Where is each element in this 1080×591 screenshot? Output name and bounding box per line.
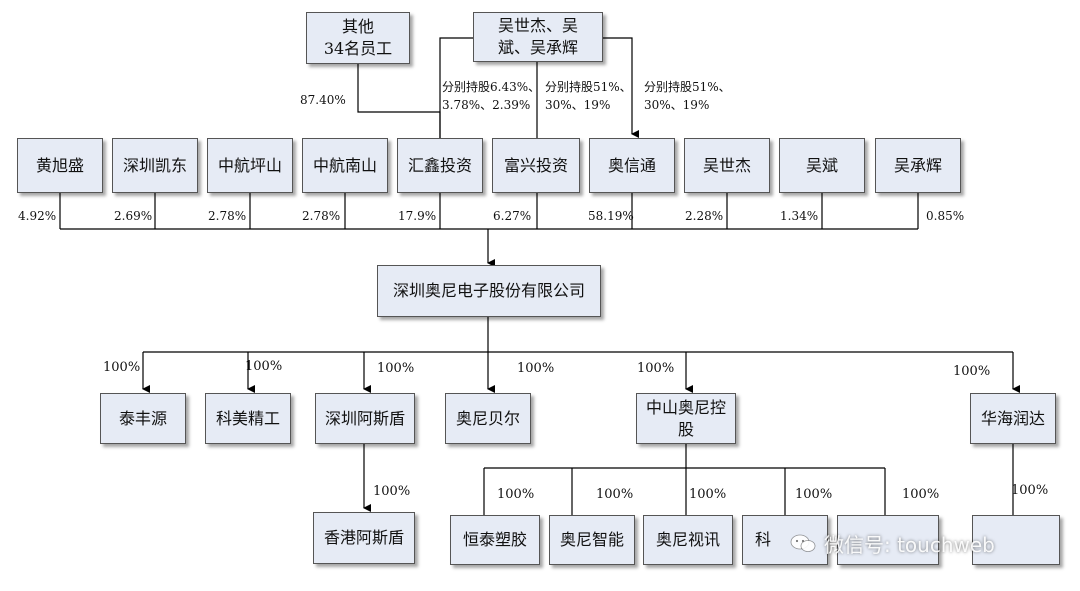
- child-percentage: 100%: [795, 487, 833, 502]
- subsidiary-percentage: 100%: [377, 361, 415, 376]
- family-box: 吴世杰、吴 斌、吴承辉: [473, 12, 603, 62]
- shareholder-box: 中航南山: [302, 138, 388, 193]
- subsidiary-percentage: 100%: [103, 360, 141, 375]
- employees-box: 其他 34名员工: [306, 12, 410, 64]
- company-box: 深圳奥尼电子股份有限公司: [377, 265, 601, 317]
- subsidiary-box: 奥尼贝尔: [445, 393, 531, 444]
- subsidiary-box: 泰丰源: [100, 393, 186, 444]
- shareholder-box: 奥信通: [589, 138, 675, 193]
- subsidiary-percentage: 100%: [517, 361, 555, 376]
- subsidiary-percentage: 100%: [637, 361, 675, 376]
- shareholder-percentage: 2.78%: [208, 209, 247, 223]
- hk-asd-box: 香港阿斯盾: [313, 512, 415, 564]
- huixin-holding-note: 分别持股6.43%、 3.78%、2.39%: [442, 80, 541, 112]
- subsidiary-box: 华海润达: [970, 393, 1056, 444]
- shareholder-percentage: 1.34%: [780, 209, 819, 223]
- shareholder-box: 吴世杰: [684, 138, 770, 193]
- child-percentage: 100%: [373, 484, 411, 499]
- shareholder-box: 吴承辉: [875, 138, 961, 193]
- subsidiary-box: 中山奥尼控 股: [636, 393, 736, 444]
- subsidiary-child-box: 恒泰塑胶: [450, 515, 540, 565]
- shareholder-box: 富兴投资: [492, 138, 580, 193]
- employees-percentage: 87.40%: [300, 93, 346, 107]
- child-percentage: 100%: [497, 487, 535, 502]
- shareholder-percentage: 2.78%: [302, 209, 341, 223]
- aoxintong-holding-note: 分别持股51%、 30%、19%: [644, 80, 731, 112]
- shareholder-percentage: 2.28%: [685, 209, 724, 223]
- subsidiary-child-box: [837, 515, 939, 565]
- child-percentage: 100%: [902, 487, 940, 502]
- shareholder-percentage: 17.9%: [398, 209, 437, 223]
- watermark-text: 微信号: touchweb: [824, 532, 995, 557]
- hk-child-box: [972, 515, 1060, 565]
- fuxing-holding-note: 分别持股51%、 30%、19%: [545, 80, 632, 112]
- subsidiary-box: 科美精工: [205, 393, 291, 444]
- shareholder-box: 中航坪山: [207, 138, 293, 193]
- shareholder-percentage: 6.27%: [493, 209, 532, 223]
- subsidiary-child-box: 奥尼视讯: [643, 515, 733, 565]
- shareholder-box: 黄旭盛: [17, 138, 103, 193]
- wechat-watermark: 微信号: touchweb: [790, 525, 1060, 561]
- shareholder-percentage: 58.19%: [588, 209, 634, 223]
- child-percentage: 100%: [596, 487, 634, 502]
- wechat-icon: [790, 534, 816, 552]
- shareholder-percentage: 4.92%: [18, 209, 57, 223]
- child-percentage: 100%: [1011, 483, 1049, 498]
- shareholder-box: 汇鑫投资: [397, 138, 483, 193]
- shareholder-box: 深圳凯东: [112, 138, 198, 193]
- subsidiary-percentage: 100%: [245, 359, 283, 374]
- shareholder-box: 吴斌: [779, 138, 865, 193]
- subsidiary-percentage: 100%: [953, 364, 991, 379]
- shareholder-percentage: 0.85%: [926, 209, 965, 223]
- subsidiary-box: 深圳阿斯盾: [315, 393, 415, 444]
- subsidiary-child-box: 科: [742, 515, 828, 565]
- child-percentage: 100%: [689, 487, 727, 502]
- shareholder-percentage: 2.69%: [114, 209, 153, 223]
- subsidiary-child-box: 奥尼智能: [549, 515, 635, 565]
